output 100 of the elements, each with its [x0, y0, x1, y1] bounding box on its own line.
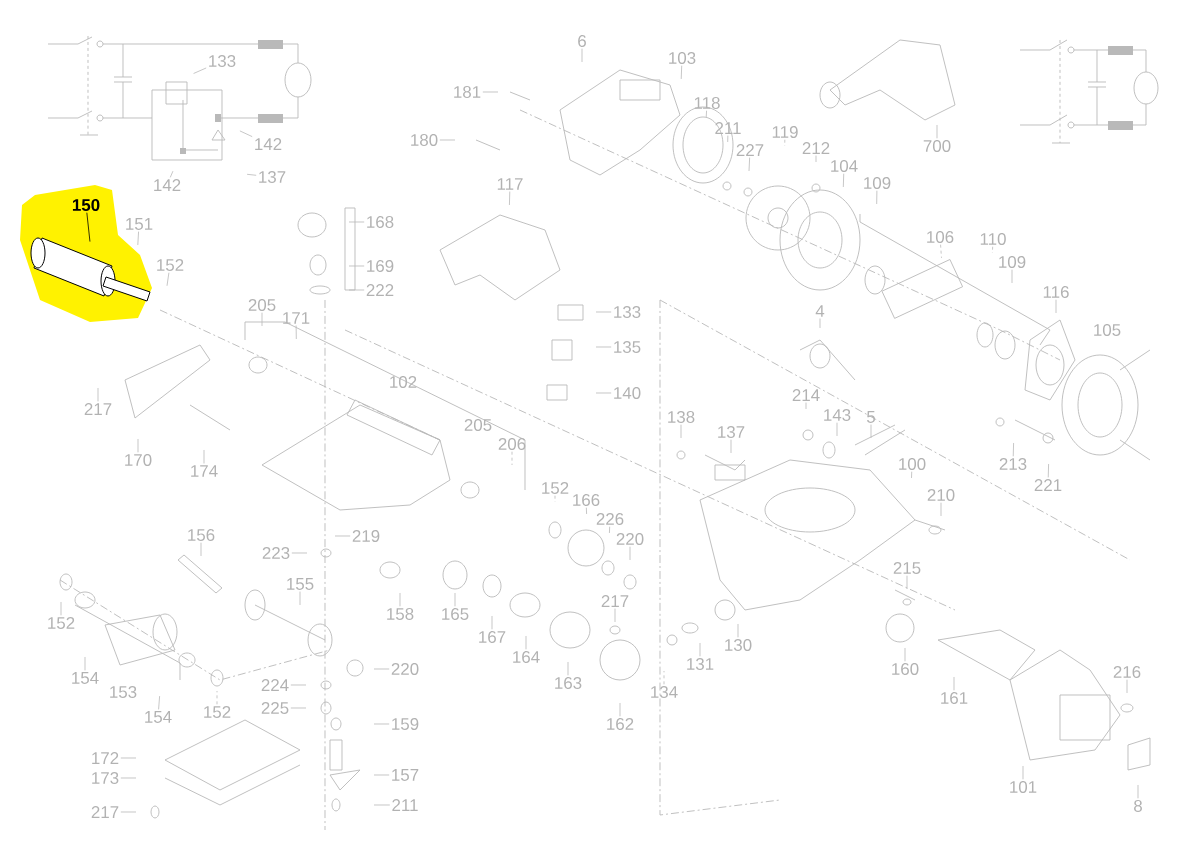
- callout-number: 172: [92, 752, 119, 764]
- callout-number: 206: [498, 438, 526, 450]
- callout-number: 8: [1134, 800, 1142, 812]
- callout-number: 5: [866, 411, 875, 423]
- leader-line: [86, 212, 91, 242]
- callout-number: 174: [191, 465, 218, 477]
- callout-number: 160: [892, 663, 919, 675]
- callout-number: 106: [927, 231, 954, 243]
- callout-number: 152: [157, 259, 184, 271]
- callout-number: 116: [1043, 286, 1069, 298]
- callout-number: 222: [366, 284, 394, 296]
- leader-line: [166, 272, 170, 287]
- callout-number: 167: [479, 631, 506, 643]
- callout-number: 109: [999, 256, 1026, 268]
- leader-line: [1047, 463, 1049, 478]
- callout-number: 102: [390, 376, 417, 388]
- callout-number: 217: [91, 806, 119, 818]
- callout-number: 118: [694, 97, 720, 109]
- callout-number: 220: [616, 533, 644, 545]
- leader-line: [193, 67, 207, 74]
- callout-number: 164: [513, 651, 540, 663]
- leader-line: [911, 471, 913, 479]
- callout-number: 215: [893, 562, 921, 574]
- callout-number: 143: [824, 409, 851, 421]
- callout-number: 140: [614, 387, 641, 399]
- leader-line: [239, 130, 253, 137]
- callout-number: 217: [601, 595, 629, 607]
- callout-number: 213: [999, 458, 1027, 470]
- callout-number: 130: [725, 639, 752, 651]
- callout-number: 219: [352, 530, 380, 542]
- callout-number: 211: [715, 122, 741, 134]
- leader-line: [680, 65, 683, 80]
- callout-number: 181: [454, 86, 481, 98]
- callout-number: 153: [110, 686, 137, 698]
- callout-number: 161: [941, 692, 968, 704]
- leader-line: [705, 110, 707, 118]
- leader-line: [295, 325, 297, 340]
- callout-number: 151: [126, 218, 153, 230]
- leader-line: [169, 170, 174, 178]
- leader-line: [137, 231, 139, 246]
- callout-number: 133: [209, 55, 236, 67]
- callout-number: 221: [1034, 479, 1062, 491]
- callout-number: 101: [1010, 781, 1037, 793]
- callout-number: 224: [261, 679, 289, 691]
- callout-number: 159: [392, 718, 419, 730]
- leader-line: [348, 289, 365, 291]
- leader-line: [509, 191, 511, 206]
- callout-number: 227: [736, 144, 764, 156]
- callout-number: 168: [367, 216, 394, 228]
- leader-line: [585, 507, 587, 515]
- callout-number: 170: [125, 454, 152, 466]
- callout-number: 104: [831, 160, 858, 172]
- leader-line: [842, 173, 845, 188]
- callout-number: 210: [927, 489, 955, 501]
- leader-line: [876, 190, 878, 205]
- callout-number: 142: [154, 179, 181, 191]
- callout-number: 211: [392, 799, 418, 811]
- callout-number: 205: [464, 419, 492, 431]
- callout-number: 109: [864, 177, 891, 189]
- leader-line: [1012, 442, 1014, 457]
- callout-number: 105: [1094, 324, 1121, 336]
- callout-number: 166: [573, 494, 600, 506]
- leader-line: [158, 695, 160, 710]
- callout-number: 137: [259, 171, 286, 183]
- callout-number: 180: [411, 134, 438, 146]
- callout-number: 217: [84, 403, 112, 415]
- callout-number: 158: [387, 608, 414, 620]
- callout-number: 162: [607, 718, 634, 730]
- leader-line: [748, 157, 751, 172]
- callout-number: 226: [596, 513, 624, 525]
- callout-number: 163: [555, 677, 582, 689]
- callout-number: 135: [614, 341, 641, 353]
- callout-number: 156: [188, 529, 215, 541]
- callout-number: 154: [72, 672, 99, 684]
- callout-number: 137: [718, 426, 745, 438]
- callout-number: 216: [1113, 666, 1141, 678]
- callout-number: 157: [392, 769, 419, 781]
- leader-line: [727, 135, 729, 143]
- callout-number: 214: [792, 389, 820, 401]
- callout-number: 117: [497, 178, 523, 190]
- callout-number: 154: [145, 711, 172, 723]
- callout-number: 150: [72, 199, 100, 211]
- callout-number: 225: [261, 702, 289, 714]
- callout-number: 205: [248, 299, 276, 311]
- callout-number: 4: [815, 305, 825, 317]
- callout-number: 134: [651, 686, 678, 698]
- leader-line: [609, 526, 611, 534]
- callout-number: 173: [92, 772, 119, 784]
- roller-drawing: [30, 237, 151, 302]
- callout-number: 142: [255, 138, 282, 150]
- callout-number: 700: [923, 140, 951, 152]
- callout-number: 152: [542, 482, 569, 494]
- callout-number: 138: [668, 411, 695, 423]
- callout-number: 169: [367, 260, 394, 272]
- callout-number: 155: [287, 578, 314, 590]
- callout-number: 220: [391, 663, 419, 675]
- callout-number: 133: [614, 306, 641, 318]
- callout-number: 119: [772, 126, 798, 138]
- callout-number: 171: [283, 312, 310, 324]
- callout-number: 212: [802, 142, 830, 154]
